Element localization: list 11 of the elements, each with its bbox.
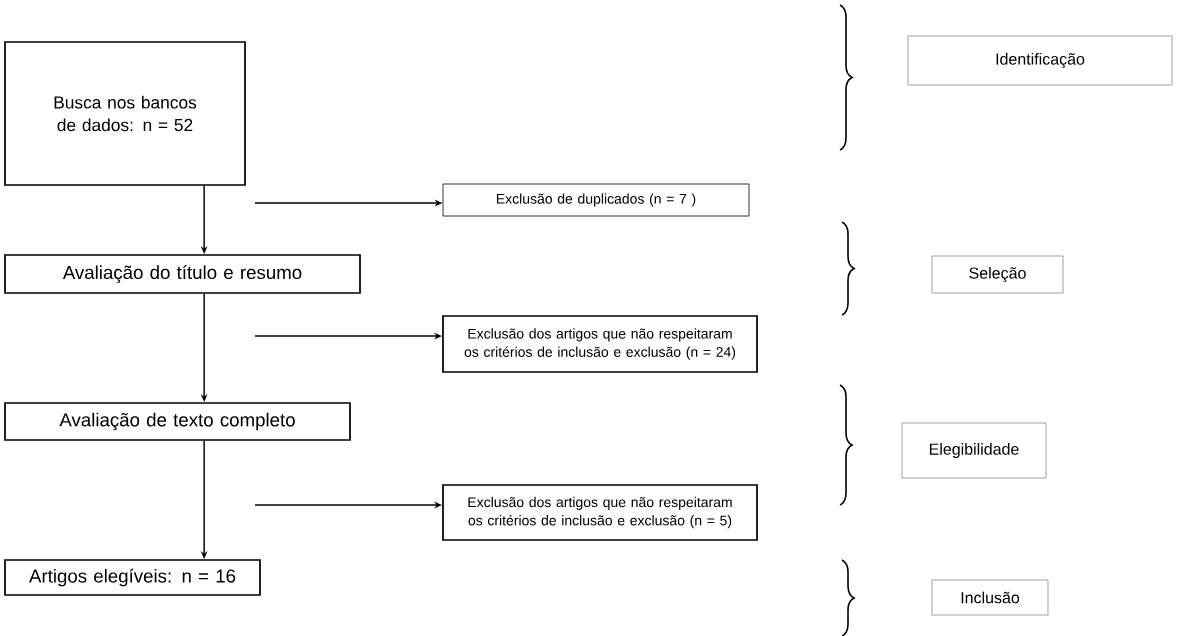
phase-label-box: Seleção bbox=[931, 255, 1064, 294]
phase-label-box: Elegibilidade bbox=[901, 422, 1047, 479]
phase-label-box: Inclusão bbox=[931, 579, 1049, 616]
phase-label-box: Identificação bbox=[907, 35, 1173, 86]
process-box: Artigos elegíveis: n = 16 bbox=[4, 559, 261, 596]
exclusion-box: Exclusão dos artigos que não respeitaram os critérios de inclusão e exclusão (n = 5) bbox=[442, 484, 758, 541]
exclusion-box: Exclusão de duplicados (n = 7 ) bbox=[442, 183, 750, 217]
process-box: Avaliação de texto completo bbox=[4, 402, 351, 441]
exclusion-box: Exclusão dos artigos que não respeitaram os critérios de inclusão e exclusão (n = 24) bbox=[442, 315, 758, 373]
process-box: Avaliação do título e resumo bbox=[4, 254, 361, 294]
process-box: Busca nos bancos de dados: n = 52 bbox=[4, 41, 246, 186]
